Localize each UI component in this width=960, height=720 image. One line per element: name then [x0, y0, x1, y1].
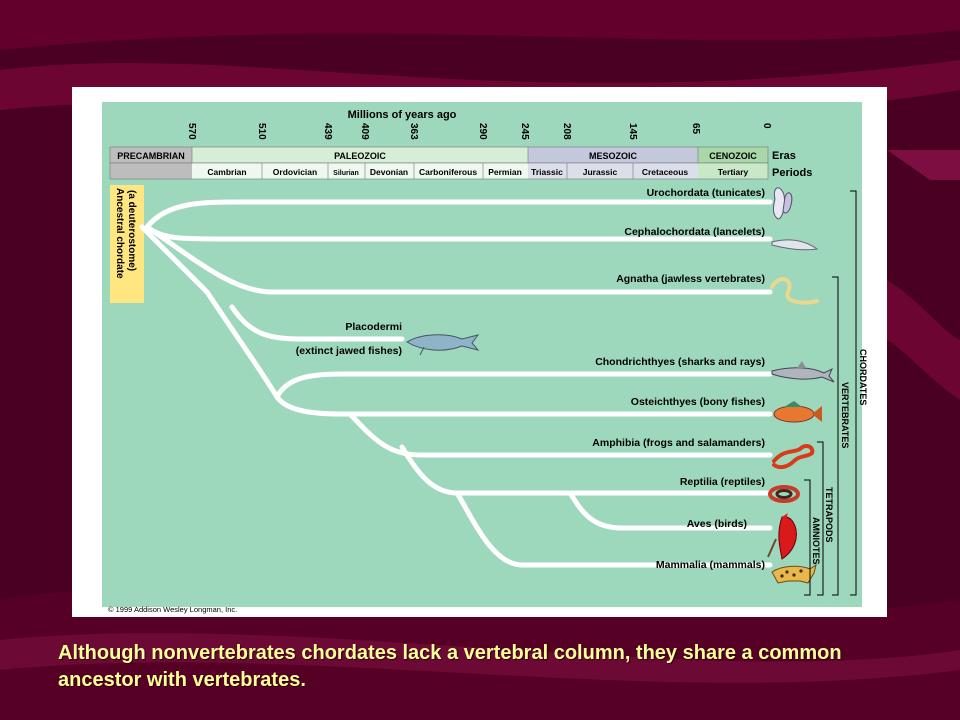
taxon-aves: Aves (birds) — [687, 518, 747, 530]
time-ticks: 570 510 439 409 363 290 245 208 145 65 0 — [186, 123, 772, 140]
group-chordates: CHORDATES — [858, 349, 868, 405]
branch-mammalia — [454, 490, 773, 568]
period-label: Carboniferous — [419, 167, 477, 177]
ancestor-box: Ancestral chordate (a deuterostome) — [110, 185, 144, 303]
period-label: Triassic — [531, 167, 563, 177]
ancestor-line2: (a deuterostome) — [126, 190, 137, 271]
time-axis-title: Millions of years ago — [348, 109, 457, 121]
branch-aves — [567, 490, 773, 531]
jaguar-icon — [771, 563, 817, 584]
eras-label: Eras — [772, 150, 796, 162]
taxon-chondrichthyes: Chondrichthyes (sharks and rays) — [595, 356, 765, 368]
periods-row: Cambrian Ordovician Silurian Devonian Ca… — [109, 162, 812, 180]
era-label: MESOZOIC — [589, 151, 638, 161]
period-label: Tertiary — [718, 167, 749, 177]
snake-icon — [768, 485, 800, 503]
tree-branches — [139, 199, 773, 568]
group-tetrapods: TETRAPODS — [824, 487, 834, 543]
lancelet-icon — [771, 239, 819, 251]
lamprey-icon — [770, 277, 819, 305]
branch-chondrichthyes — [274, 371, 773, 400]
periods-label: Periods — [772, 167, 812, 179]
placoderm-icon — [406, 334, 480, 356]
tick-label: 245 — [519, 123, 530, 140]
bony-fish-icon — [773, 401, 822, 423]
salamander-icon — [772, 444, 815, 470]
tick-label: 409 — [359, 123, 370, 140]
shark-icon — [771, 361, 835, 383]
amniotes-bracket — [804, 479, 811, 596]
taxon-cephalochordata: Cephalochordata (lancelets) — [624, 226, 765, 238]
branch-placodermi — [229, 304, 405, 342]
tetrapods-bracket — [817, 441, 824, 596]
taxon-placodermi: Placodermi — [345, 321, 402, 333]
eras-row: PRECAMBRIAN PALEOZOIC MESOZOIC CENOZOIC … — [109, 146, 796, 179]
branch-osteichthyes — [274, 394, 773, 417]
copyright: © 1999 Addison Wesley Longman, Inc. — [108, 605, 237, 614]
period-label: Ordovician — [273, 167, 317, 177]
period-label: Permian — [488, 167, 522, 177]
period-label: Silurian — [333, 170, 359, 177]
tick-label: 570 — [186, 123, 197, 140]
taxon-urochordata: Urochordata (tunicates) — [647, 187, 765, 199]
period-label: Jurassic — [583, 167, 618, 177]
tick-label: 363 — [408, 123, 419, 140]
tick-label: 290 — [477, 123, 488, 140]
branch-amphibia — [347, 411, 773, 458]
tunicate-icon — [772, 187, 793, 220]
vertebrates-bracket — [832, 276, 839, 596]
era-label: PALEOZOIC — [334, 151, 386, 161]
period-label: Cretaceous — [642, 167, 689, 177]
diagram-field — [102, 102, 862, 607]
taxon-mammalia: Mammalia (mammals) — [656, 559, 765, 571]
ancestor-line1: Ancestral chordate — [114, 188, 125, 279]
tick-label: 510 — [256, 123, 267, 140]
cardinal-bird-icon — [767, 513, 797, 560]
period-label: Cambrian — [207, 167, 246, 177]
taxon-reptilia: Reptilia (reptiles) — [680, 476, 765, 488]
group-brackets — [804, 190, 857, 596]
taxon-placodermi-note: (extinct jawed fishes) — [296, 345, 402, 357]
phylogeny-diagram: Millions of years ago 570 510 439 409 36… — [102, 102, 868, 614]
taxon-agnatha: Agnatha (jawless vertebrates) — [616, 273, 765, 285]
tick-label: 65 — [690, 123, 701, 135]
phylogeny-figure: Millions of years ago 570 510 439 409 36… — [72, 87, 887, 617]
chordates-bracket — [850, 190, 857, 596]
era-label: CENOZOIC — [709, 151, 757, 161]
branch-urochordata — [144, 199, 773, 230]
period-label: Devonian — [370, 167, 408, 177]
tick-label: 208 — [561, 123, 572, 140]
tick-label: 439 — [322, 123, 333, 140]
slide-caption: Although nonvertebrates chordates lack a… — [58, 642, 842, 691]
group-vertebrates: VERTEBRATES — [840, 382, 850, 448]
tick-label: 145 — [627, 123, 638, 140]
tick-label: 0 — [761, 123, 772, 129]
group-amniotes: AMNIOTES — [811, 517, 821, 565]
taxon-osteichthyes: Osteichthyes (bony fishes) — [631, 396, 765, 408]
era-label: PRECAMBRIAN — [117, 151, 185, 161]
taxon-amphibia: Amphibia (frogs and salamanders) — [592, 437, 765, 449]
